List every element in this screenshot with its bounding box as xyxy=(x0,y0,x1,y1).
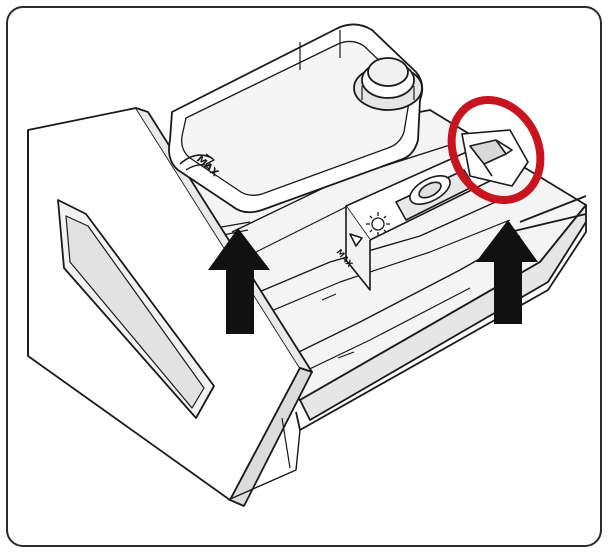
drawer-front-panel xyxy=(27,107,313,507)
highlight-ring xyxy=(447,96,545,204)
left-up-arrow-icon xyxy=(208,228,270,334)
right-up-arrow-icon xyxy=(476,220,538,324)
flower-symbol-icon xyxy=(366,212,390,236)
triangle-icon xyxy=(349,233,363,247)
liquid-detergent-insert: MAX xyxy=(168,23,424,214)
dispenser-release-latch-icon xyxy=(461,129,529,187)
insert-cap xyxy=(353,57,423,111)
